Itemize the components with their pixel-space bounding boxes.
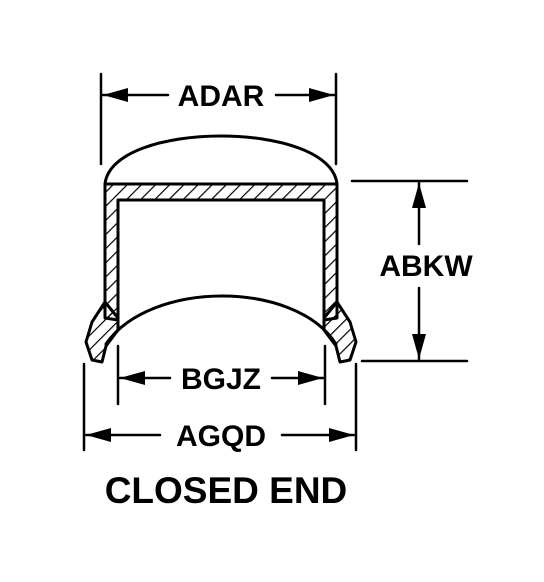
dimension-top-width: ADAR bbox=[99, 72, 338, 166]
label-bgjz: BGJZ bbox=[181, 363, 261, 396]
arrowhead-down bbox=[412, 334, 426, 359]
label-abkw: ABKW bbox=[379, 250, 473, 283]
cap-wall-section bbox=[103, 182, 339, 322]
arrowhead-right bbox=[309, 88, 334, 102]
diagram-caption: CLOSED END bbox=[105, 470, 348, 511]
arrowhead-right bbox=[329, 428, 354, 442]
dimension-inner-width: BGJZ bbox=[116, 344, 327, 406]
label-adar: ADAR bbox=[178, 80, 265, 113]
label-agqd: AGQD bbox=[176, 420, 266, 453]
arrowhead-right bbox=[298, 371, 323, 385]
cap-outline bbox=[84, 134, 358, 364]
dimension-height: ABKW bbox=[350, 179, 473, 363]
left-lip bbox=[84, 300, 120, 364]
arrowhead-left bbox=[120, 371, 145, 385]
right-lip bbox=[322, 300, 358, 364]
top-dome bbox=[103, 134, 339, 186]
arrowhead-up bbox=[412, 183, 426, 208]
arrowhead-left bbox=[86, 428, 111, 442]
dimension-outer-width: AGQD bbox=[82, 362, 358, 453]
inner-dome bbox=[104, 294, 338, 346]
arrowhead-left bbox=[103, 88, 128, 102]
